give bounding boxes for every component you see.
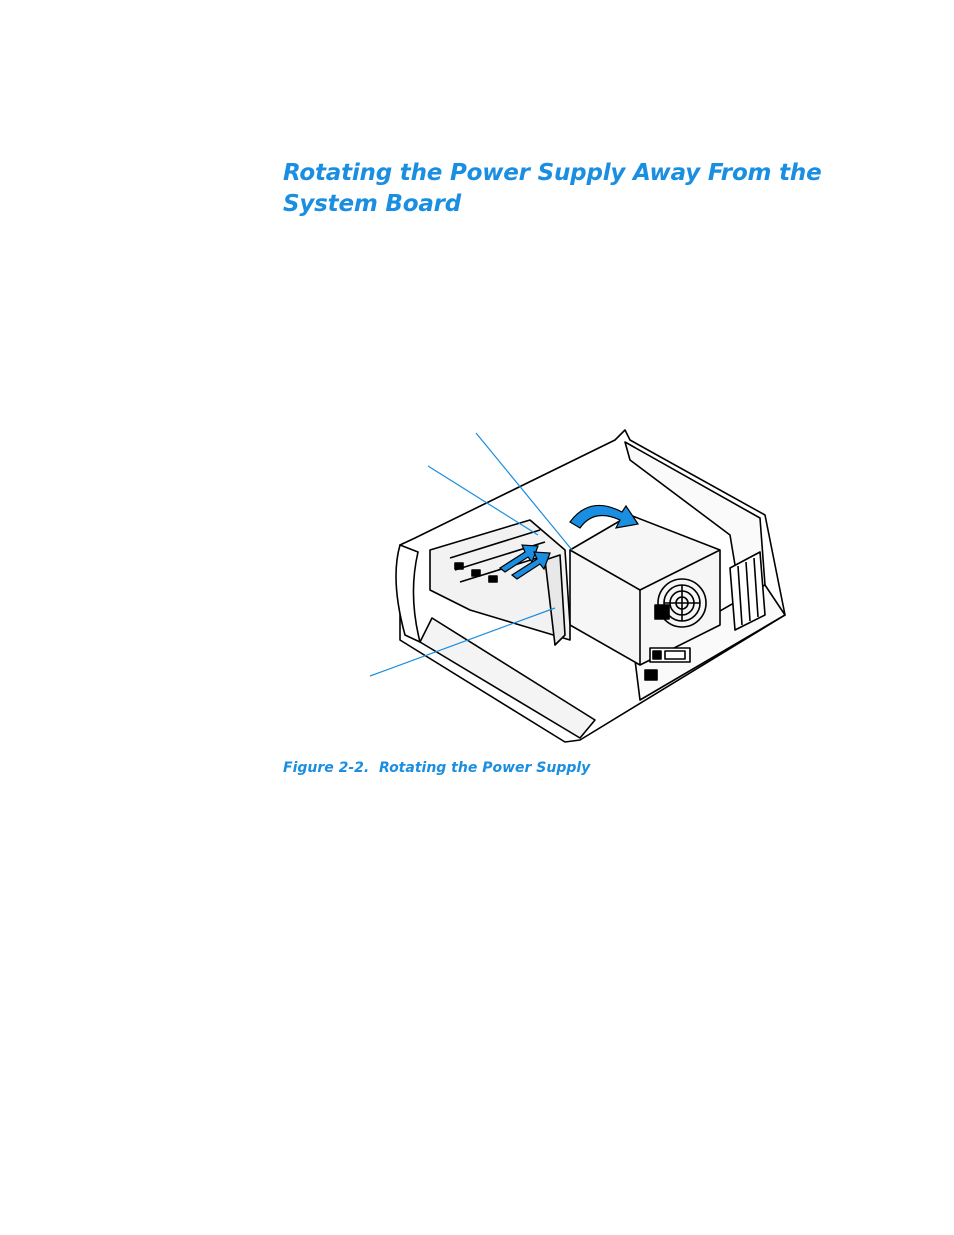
figure-caption: Figure 2-2. Rotating the Power Supply xyxy=(283,760,590,776)
computer-illustration xyxy=(360,420,800,750)
section-heading: Rotating the Power Supply Away From the … xyxy=(283,158,843,220)
